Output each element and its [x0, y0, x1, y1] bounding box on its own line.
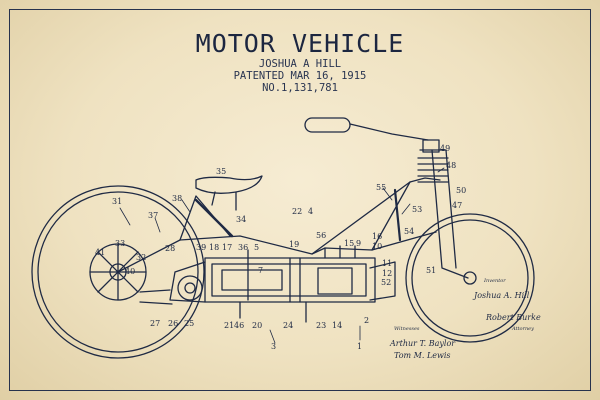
rear-wheel	[31, 185, 205, 359]
part-number: 48	[446, 161, 456, 170]
witness-signature: Arthur T. Baylor	[389, 339, 456, 348]
part-number: 55	[376, 183, 386, 192]
part-number: 22	[292, 207, 302, 216]
inventor-signature: Joshua A. Hill	[472, 291, 530, 300]
part-number: 34	[236, 215, 246, 224]
part-number: 5	[254, 243, 259, 252]
part-number: 54	[404, 227, 414, 236]
part-number: 26	[168, 319, 178, 328]
part-number: 14	[332, 321, 342, 330]
part-number: 1	[357, 342, 362, 351]
patent-number: NO.1,131,781	[262, 82, 338, 94]
part-number: 19	[289, 240, 299, 249]
signature-block: Inventor Joshua A. Hill Witnesses Robert…	[389, 278, 541, 360]
part-number: 49	[440, 144, 450, 153]
leader-lines	[119, 167, 445, 344]
part-number: 27	[150, 319, 160, 328]
part-number: 24	[283, 321, 293, 330]
part-number: 41	[95, 248, 105, 257]
part-number: 28	[165, 244, 175, 253]
part-number: 36	[238, 243, 248, 252]
part-number: 32	[136, 253, 146, 262]
part-number: 50	[456, 186, 466, 195]
part-number: 20	[252, 321, 262, 330]
part-number-labels: 31 37 38 35 34 33 41 32 40 28 39 18 17 3…	[95, 144, 466, 351]
part-number: 40	[125, 267, 135, 276]
part-number: 10	[372, 242, 382, 251]
frame	[117, 177, 441, 273]
part-number: 3	[271, 342, 276, 351]
part-number: 39	[196, 243, 206, 252]
part-number: 4	[308, 207, 313, 216]
part-number: 46	[234, 321, 244, 330]
part-number: 47	[452, 201, 462, 210]
part-number: 38	[172, 194, 182, 203]
patent-date: PATENTED MAR 16, 1915	[233, 70, 367, 82]
part-number: 11	[382, 259, 392, 268]
attorney-label: Attorney	[511, 326, 534, 332]
part-number: 56	[316, 231, 326, 240]
part-number: 15	[344, 239, 354, 248]
handlebar	[304, 117, 429, 141]
poster-title: MOTOR VEHICLE	[195, 29, 405, 58]
part-number: 2	[364, 316, 369, 325]
inventor-name: JOSHUA A HILL	[258, 58, 342, 70]
inventor-label: Inventor	[483, 278, 506, 284]
part-number: 35	[216, 167, 226, 176]
witnesses-label: Witnesses	[394, 326, 420, 332]
part-number: 23	[316, 321, 326, 330]
part-number: 25	[184, 319, 194, 328]
part-number: 17	[222, 243, 232, 252]
part-number: 31	[112, 197, 122, 206]
front-fork	[417, 139, 469, 279]
engine	[139, 245, 396, 323]
part-number: 53	[412, 205, 422, 214]
part-number: 12	[382, 269, 392, 278]
part-number: 7	[258, 266, 263, 275]
part-number: 16	[372, 232, 382, 241]
front-wheel	[405, 213, 535, 343]
part-number: 51	[426, 266, 436, 275]
attorney-signature: Robert Burke	[485, 313, 541, 322]
part-number: 21	[224, 321, 234, 330]
poster-border	[9, 9, 591, 391]
part-number: 37	[148, 211, 158, 220]
part-number: 9	[356, 239, 361, 248]
part-number: 52	[381, 278, 391, 287]
seat	[194, 175, 263, 238]
part-number: 33	[115, 239, 125, 248]
witness-signature: Tom M. Lewis	[394, 351, 451, 360]
part-number: 18	[209, 243, 219, 252]
